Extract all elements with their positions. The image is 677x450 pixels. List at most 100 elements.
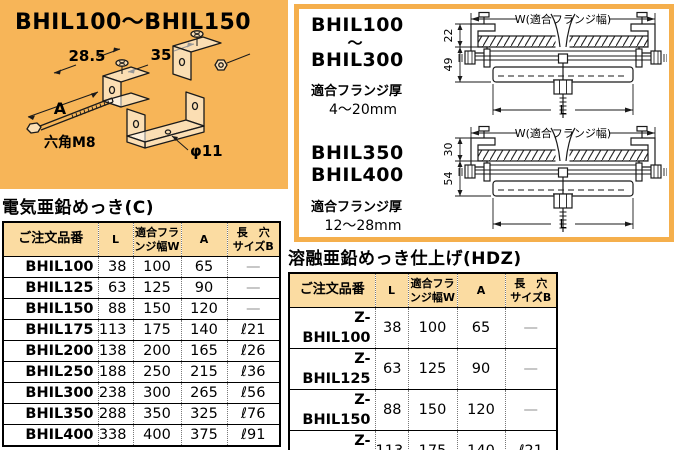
table-cell: 265 xyxy=(180,382,228,404)
table-cell: Z-BHIL150 xyxy=(288,389,376,431)
table-cell: 138 xyxy=(97,340,134,362)
table-cell: 150 xyxy=(132,298,182,320)
table-cell: ℓ56 xyxy=(226,382,281,404)
table-cell: 175 xyxy=(407,430,458,450)
table-cell: 90 xyxy=(180,277,228,299)
table-cell: BHIL125 xyxy=(2,277,99,299)
table-cell: 288 xyxy=(97,403,134,425)
table-cell: 125 xyxy=(132,277,182,299)
table-title-c: 電気亜鉛めっき(C) xyxy=(2,198,155,218)
dim-label-28-5: 28.5 xyxy=(68,47,105,65)
flange-thickness-range: 12〜28mm xyxy=(324,217,402,234)
header-row: ご注文品番 L 適合フラ ンジ幅W A 長 穴 サイズB xyxy=(288,272,558,308)
column-header: A xyxy=(456,272,506,308)
table-cell: Z-BHIL125 xyxy=(288,348,376,390)
tilde-mark: 〜 xyxy=(347,33,363,52)
model-name: BHIL350 xyxy=(311,142,404,164)
dim-label-l: L xyxy=(560,103,567,117)
table-cell: 120 xyxy=(180,298,228,320)
table-cell: BHIL350 xyxy=(2,403,99,425)
product-drawing-panel: BHIL100〜BHIL150 xyxy=(0,0,288,189)
flange-thickness-label: 適合フランジ厚 xyxy=(311,84,403,100)
table-cell: ℓ91 xyxy=(226,424,281,447)
table-cell: ℓ21 xyxy=(504,430,558,450)
spec-section-bhil350-400: BHIL350 BHIL400 適合フランジ厚 12〜28mm xyxy=(299,123,669,237)
table-cell: 90 xyxy=(456,348,506,390)
dim-label-a: A xyxy=(54,99,67,118)
table-cell: 325 xyxy=(180,403,228,425)
table-cell: ℓ21 xyxy=(226,319,281,341)
table-cell: 63 xyxy=(374,348,409,390)
table-cell: 350 xyxy=(132,403,182,425)
table-cell: BHIL200 xyxy=(2,340,99,362)
table-cell: ℓ26 xyxy=(226,340,281,362)
table-cell: BHIL250 xyxy=(2,361,99,383)
table-cell: — xyxy=(504,389,558,431)
column-header: L xyxy=(97,221,134,257)
table-cell: 175 xyxy=(132,319,182,341)
table-cell: 125 xyxy=(407,348,458,390)
table-cell: 200 xyxy=(132,340,182,362)
table-cell: 238 xyxy=(97,382,134,404)
dim-label-l: L xyxy=(560,217,567,231)
header-row: ご注文品番 L 適合フラ ンジ幅W A 長 穴 サイズB xyxy=(2,221,281,257)
table-cell: BHIL100 xyxy=(2,256,99,278)
table-cell: 100 xyxy=(132,256,182,278)
column-header: 適合フラ ンジ幅W xyxy=(132,221,182,257)
table-cell: — xyxy=(504,348,558,390)
table-cell: Z-BHIL175 xyxy=(288,430,376,450)
table-cell: 38 xyxy=(97,256,134,278)
hole-diameter-label: φ11 xyxy=(190,142,223,160)
table-cell: 88 xyxy=(374,389,409,431)
table-cell: 140 xyxy=(456,430,506,450)
table-cell: 188 xyxy=(97,361,134,383)
table-cell: 300 xyxy=(132,382,182,404)
spec-section-bhil100-300: BHIL100 〜 BHIL300 適合フランジ厚 4〜20mm xyxy=(299,9,669,123)
column-header: 適合フラ ンジ幅W xyxy=(407,272,458,308)
table-cell: BHIL175 xyxy=(2,319,99,341)
table-cell: Z-BHIL100 xyxy=(288,307,376,349)
column-header: 長 穴 サイズB xyxy=(226,221,281,257)
dim-label-side: 54 xyxy=(442,172,455,186)
table-cell: ℓ76 xyxy=(226,403,281,425)
table-cell: 120 xyxy=(456,389,506,431)
table-cell: BHIL150 xyxy=(2,298,99,320)
hex-bolt-label: 六角M8 xyxy=(44,134,96,151)
dim-label-w: W(適合フランジ幅) xyxy=(515,126,611,140)
table-cell: 65 xyxy=(456,307,506,349)
model-range-from: BHIL100 xyxy=(311,14,404,36)
dim-label-top: 22 xyxy=(442,29,455,43)
table-cell: 113 xyxy=(97,319,134,341)
isometric-drawing: 28.5 35 A 六角M8 φ11 xyxy=(26,30,251,160)
dim-label-top: 30 xyxy=(442,143,455,157)
table-cell: — xyxy=(504,307,558,349)
table-cell: 100 xyxy=(407,307,458,349)
dim-label-w: W(適合フランジ幅) xyxy=(515,12,611,26)
column-header: ご注文品番 xyxy=(2,221,99,257)
table-cell: 375 xyxy=(180,424,228,447)
table-cell: — xyxy=(226,298,281,320)
spec-box: BHIL100 〜 BHIL300 適合フランジ厚 4〜20mm xyxy=(294,4,674,242)
table-cell: 63 xyxy=(97,277,134,299)
column-header: ご注文品番 xyxy=(288,272,376,308)
table-cell: 65 xyxy=(180,256,228,278)
table-cell: 140 xyxy=(180,319,228,341)
table-cell: 215 xyxy=(180,361,228,383)
table-cell: 338 xyxy=(97,424,134,447)
column-header: A xyxy=(180,221,228,257)
